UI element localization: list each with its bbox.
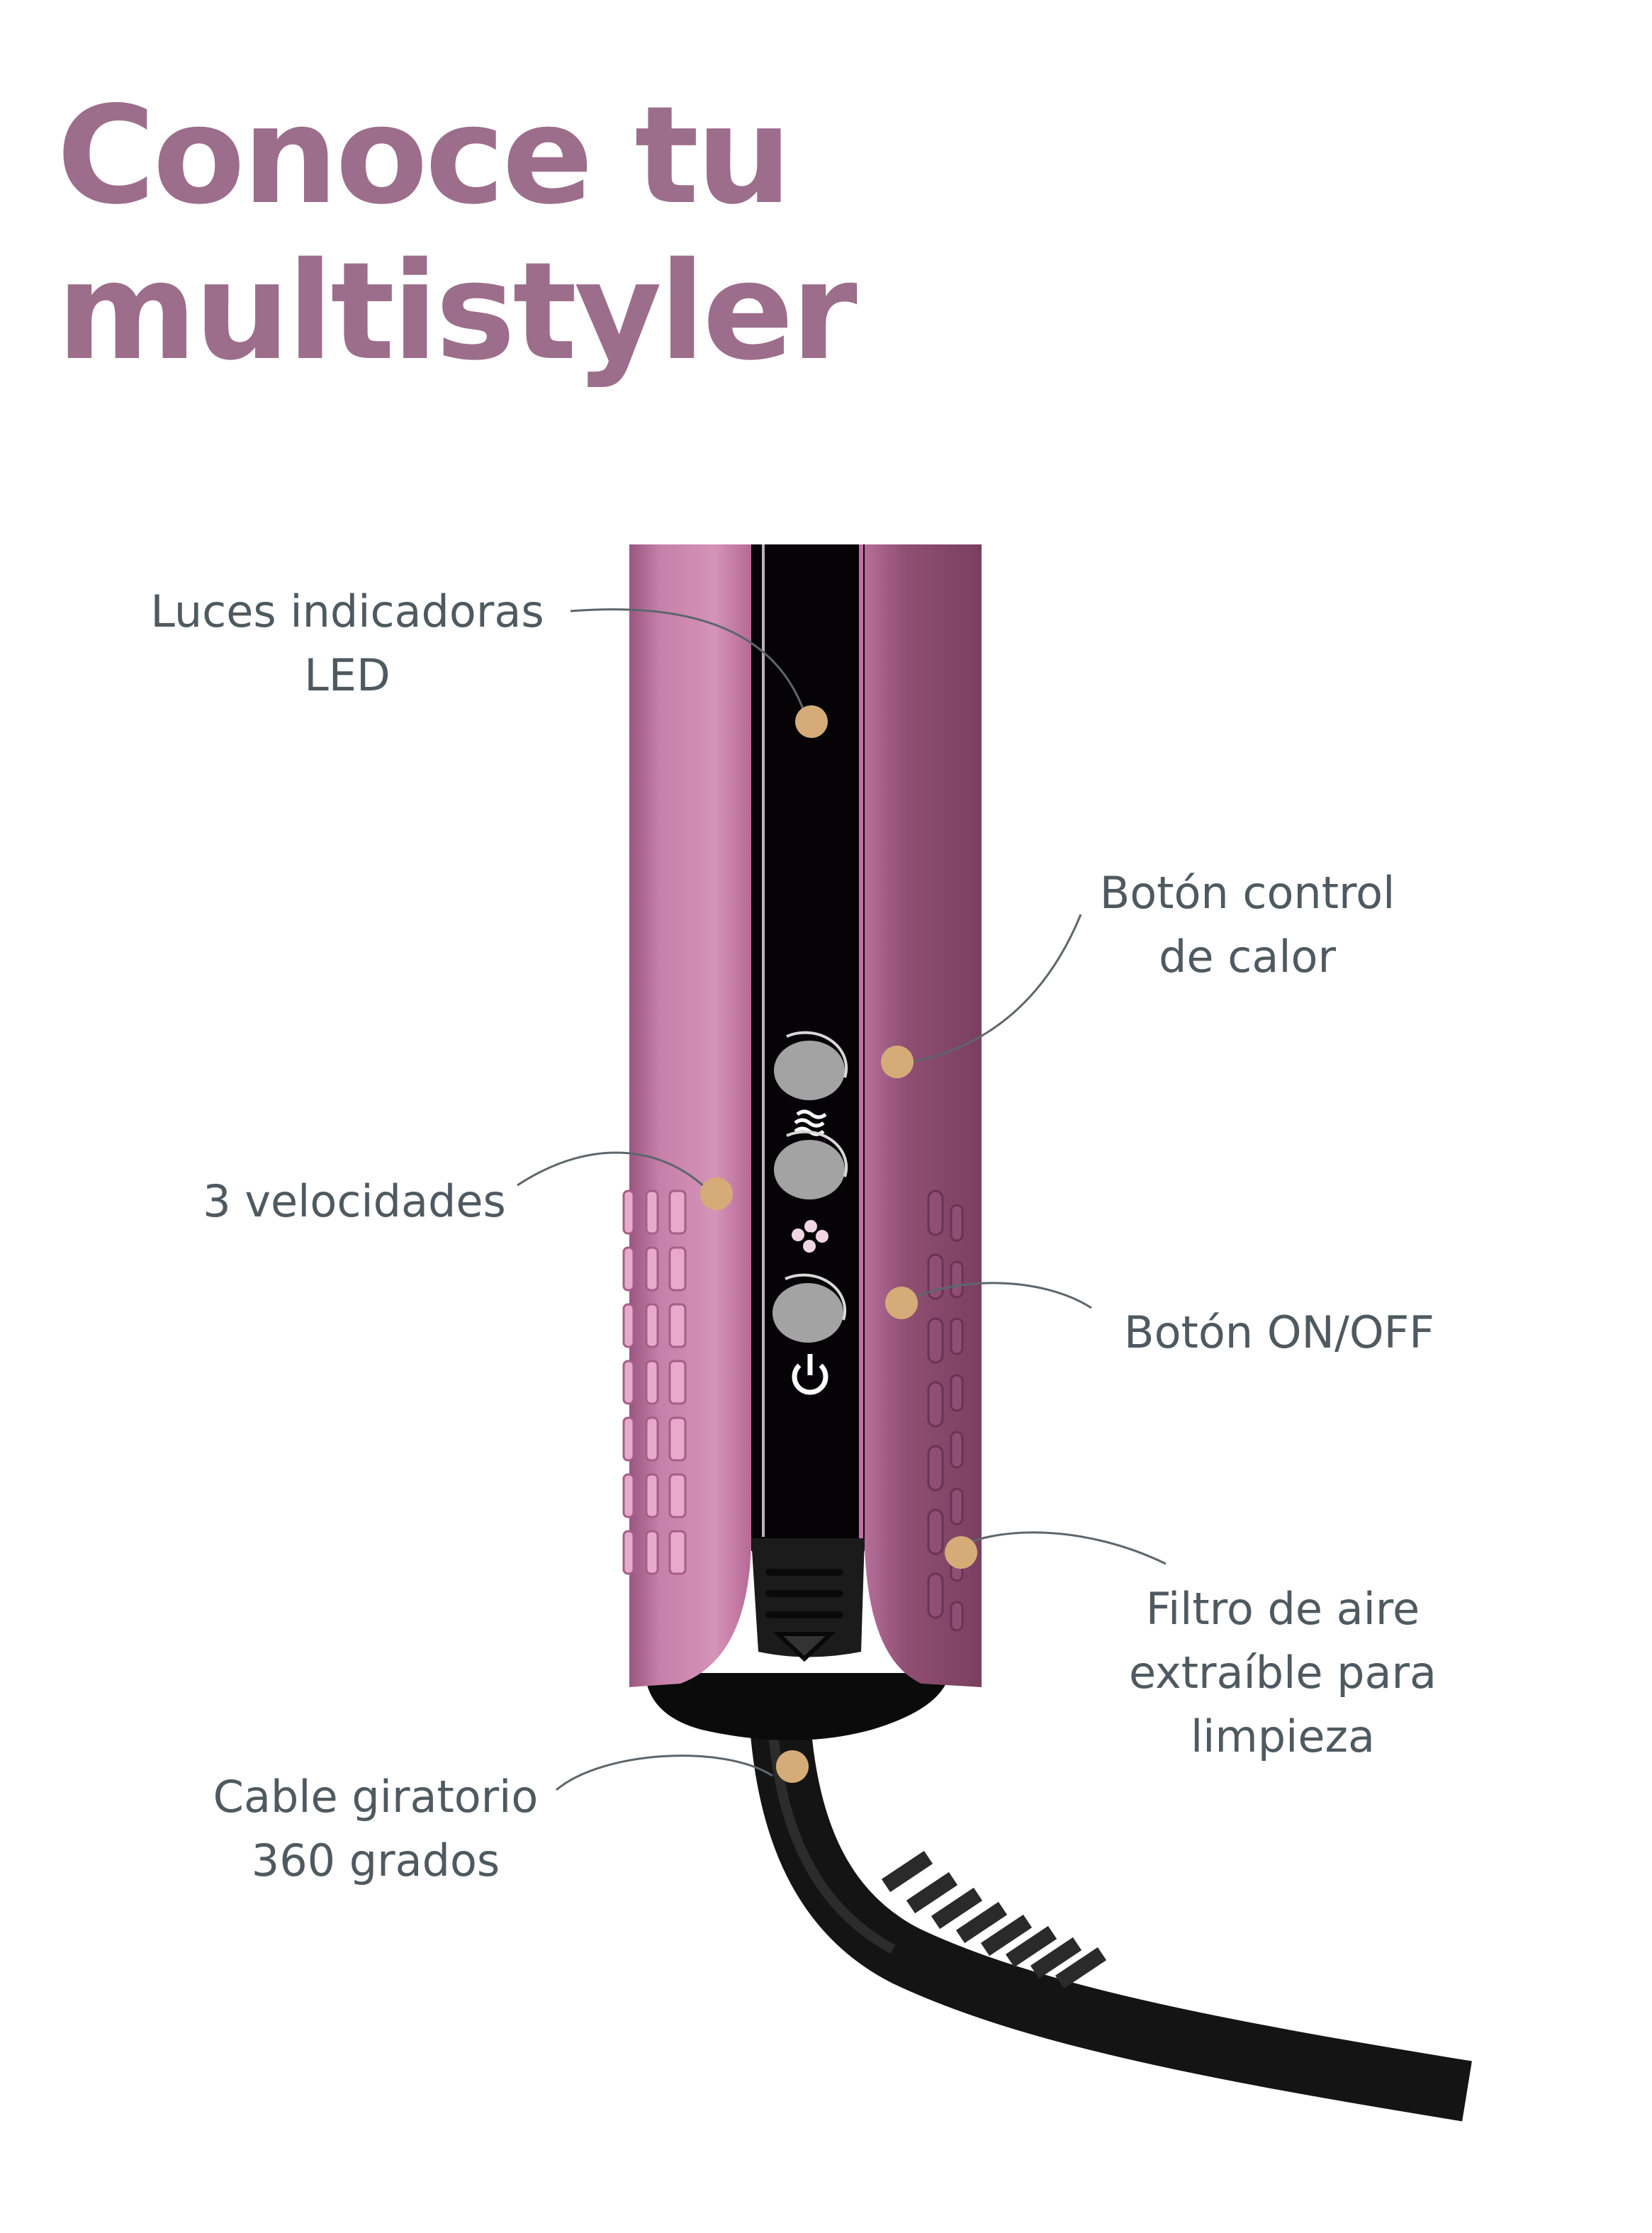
callout-dot-filter[interactable]	[945, 1536, 977, 1569]
title-line-2: multistyler	[57, 233, 858, 390]
callout-power: Botón ON/OFF	[1095, 1301, 1463, 1365]
callout-heat: Botón control de calor	[1077, 861, 1417, 989]
speed-button[interactable]	[774, 1130, 848, 1199]
callout-led-line-2: LED	[304, 649, 390, 701]
callout-cable-line-2: 360 grados	[251, 1835, 500, 1886]
page-title: Conoce tu multistyler	[57, 77, 858, 390]
leader-lines	[517, 608, 1167, 1791]
callout-power-line-1: Botón ON/OFF	[1124, 1306, 1434, 1358]
device-left-body	[622, 544, 751, 1687]
callout-dot-speeds[interactable]	[700, 1177, 733, 1210]
device-right-body	[865, 544, 982, 1687]
callout-led-line-1: Luces indicadoras	[150, 586, 544, 637]
power-icon	[792, 1354, 828, 1395]
fan-icon	[792, 1220, 828, 1253]
callout-filter: Filtro de aire extraíble para limpieza	[1106, 1577, 1460, 1769]
title-line-1: Conoce tu	[57, 77, 792, 234]
device-base	[645, 1673, 950, 1740]
callout-led: Luces indicadoras LED	[128, 580, 567, 707]
callout-filter-line-1: Filtro de aire	[1145, 1583, 1420, 1635]
heat-control-button[interactable]	[774, 1031, 848, 1100]
callout-filter-line-2: extraíble para	[1128, 1647, 1437, 1698]
callout-cable-line-1: Cable giratorio	[213, 1771, 539, 1823]
callout-heat-line-2: de calor	[1159, 931, 1336, 983]
power-button[interactable]	[772, 1273, 847, 1343]
callout-filter-line-3: limpieza	[1190, 1711, 1376, 1762]
callout-heat-line-1: Botón control	[1099, 867, 1395, 919]
callout-speeds-line-1: 3 velocidades	[203, 1175, 506, 1227]
callout-dot-heat[interactable]	[881, 1046, 914, 1078]
callout-cable: Cable giratorio 360 grados	[191, 1765, 560, 1893]
callout-dot-cable[interactable]	[776, 1750, 809, 1783]
cable	[749, 1713, 1472, 2122]
callout-dot-power[interactable]	[885, 1287, 918, 1319]
callout-speeds: 3 velocidades	[177, 1170, 532, 1233]
callout-dot-led[interactable]	[795, 705, 828, 738]
